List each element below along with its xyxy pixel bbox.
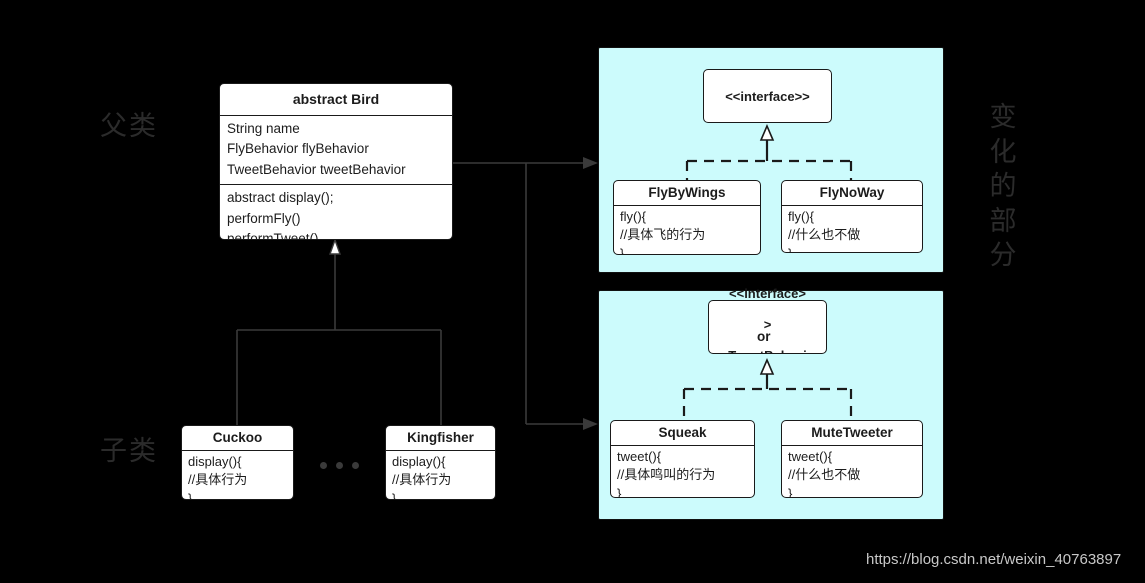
divider xyxy=(611,444,754,446)
interface-name-overlap-tweetbehavior: or xyxy=(757,329,771,344)
class-methods-bird: abstract display(); performFly() perform… xyxy=(227,190,334,240)
interface-stereotype-tweetbehavior-overflow: <<interface> xyxy=(729,286,806,301)
interface-name-flybehavior: FlyBehavior xyxy=(730,120,804,122)
label-subclass: 子类 xyxy=(100,436,158,466)
divider xyxy=(782,444,922,446)
interface-box-flybehavior[interactable]: <<interface>> FlyBehavior fly() xyxy=(703,69,832,123)
class-box-squeak[interactable]: Squeak tweet(){ //具体鸣叫的行为 } xyxy=(610,420,755,498)
class-box-flybywings[interactable]: FlyByWings fly(){ //具体飞的行为 } xyxy=(613,180,761,255)
ellipsis-more-subclasses xyxy=(320,462,359,469)
class-title-mutetweeter: MuteTweeter xyxy=(811,425,893,440)
class-title-squeak: Squeak xyxy=(658,425,707,440)
inheritance-arrowhead-bird xyxy=(329,237,341,255)
class-body-mutetweeter: tweet(){ //什么也不做 } xyxy=(788,448,861,498)
divider xyxy=(220,114,452,116)
class-title-kingfisher: Kingfisher xyxy=(407,430,474,445)
class-body-squeak: tweet(){ //具体鸣叫的行为 } xyxy=(617,448,716,498)
class-box-cuckoo[interactable]: Cuckoo display(){ //具体行为 } xyxy=(181,425,294,500)
dot-icon xyxy=(352,462,359,469)
class-body-kingfisher: display(){ //具体行为 } xyxy=(392,453,452,500)
class-box-mutetweeter[interactable]: MuteTweeter tweet(){ //什么也不做 } xyxy=(781,420,923,498)
class-box-kingfisher[interactable]: Kingfisher display(){ //具体行为 } xyxy=(385,425,496,500)
interface-box-tweetbehavior[interactable]: > TweetBehavi tweet() xyxy=(708,300,827,354)
interface-name-tweetbehavior: TweetBehavi xyxy=(728,348,807,353)
dot-icon xyxy=(336,462,343,469)
class-fields-bird: String name FlyBehavior flyBehavior Twee… xyxy=(227,120,406,177)
class-box-flynoway[interactable]: FlyNoWay fly(){ //什么也不做 } xyxy=(781,180,923,253)
divider xyxy=(386,449,495,451)
class-title-cuckoo: Cuckoo xyxy=(212,430,263,445)
interface-title-tweetbehavior: > TweetBehavi xyxy=(709,301,826,353)
dot-icon xyxy=(320,462,327,469)
watermark-url: https://blog.csdn.net/weixin_40763897 xyxy=(866,551,1122,568)
divider xyxy=(182,449,293,451)
divider xyxy=(782,204,922,206)
class-title-flynoway: FlyNoWay xyxy=(819,185,885,200)
interface-stereotype-tail-tweetbehavior: > xyxy=(763,317,772,333)
label-changing-part: 变 化 的 部 分 xyxy=(989,102,1017,271)
association-arrowhead-fly xyxy=(583,157,598,169)
divider xyxy=(614,204,760,206)
class-box-bird[interactable]: abstract Bird String name FlyBehavior fl… xyxy=(219,83,453,240)
class-body-flybywings: fly(){ //具体飞的行为 } xyxy=(620,208,706,255)
interface-stereotype-flybehavior: <<interface>> xyxy=(725,89,810,105)
interface-title-flybehavior: <<interface>> FlyBehavior xyxy=(704,70,831,122)
class-body-flynoway: fly(){ //什么也不做 } xyxy=(788,208,861,252)
divider xyxy=(220,184,452,186)
class-title-flybywings: FlyByWings xyxy=(648,185,726,200)
class-body-cuckoo: display(){ //具体行为 } xyxy=(188,453,248,500)
association-arrowhead-tweet xyxy=(583,418,598,430)
class-title-bird: abstract Bird xyxy=(292,91,380,107)
label-superclass: 父类 xyxy=(100,111,158,141)
